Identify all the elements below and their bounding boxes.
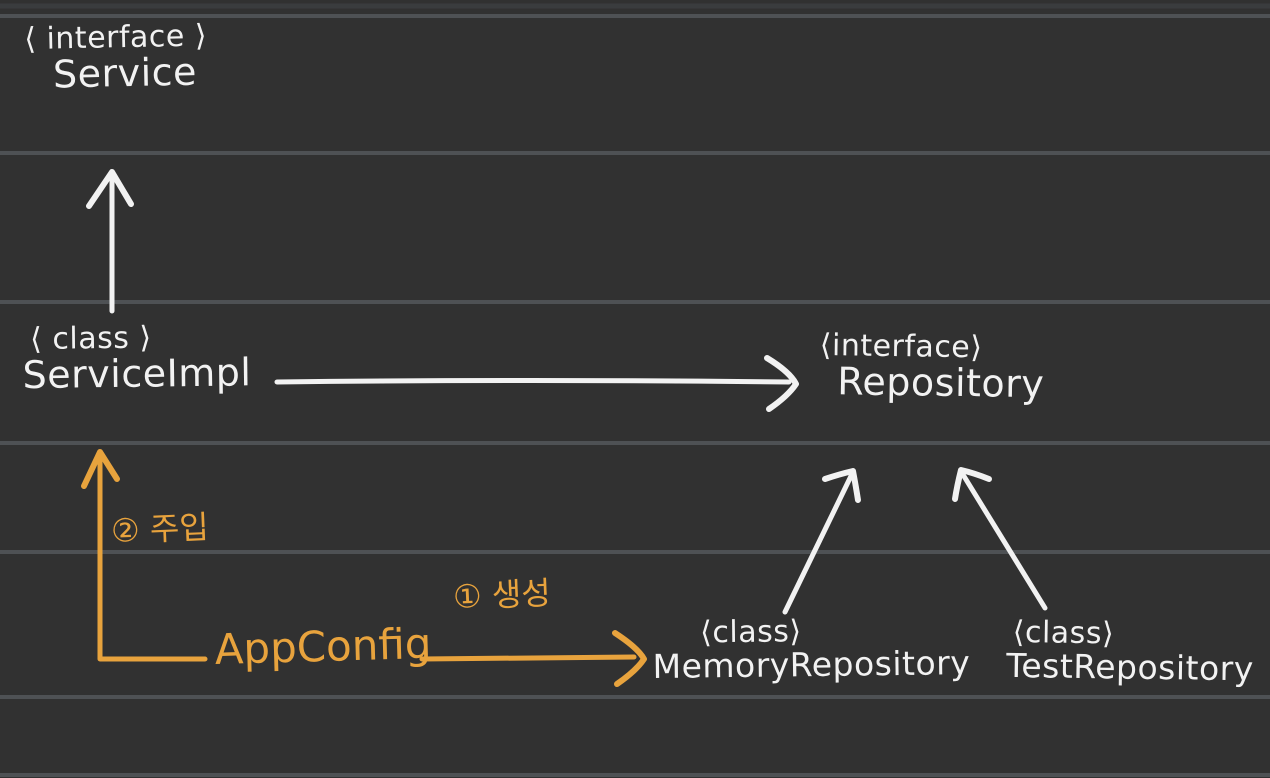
edge-appconfig-injects <box>81 449 208 662</box>
node-memory-repository-name: MemoryRepository <box>652 642 971 686</box>
node-memory-repository: ⟨class⟩ MemoryRepository <box>652 614 971 686</box>
node-service-name: Service <box>52 49 198 96</box>
node-test-repository-name: TestRepository <box>1006 645 1255 688</box>
node-repository: ⟨interface⟩ Repository <box>819 328 1045 406</box>
edge-appconfig-creates <box>419 630 647 687</box>
edge-test-to-repository <box>952 467 1048 611</box>
node-test-repository: ⟨class⟩ TestRepository <box>1006 615 1254 688</box>
node-service-impl: ⟨ class ⟩ ServiceImpl <box>22 321 251 397</box>
node-repository-name: Repository <box>836 358 1045 406</box>
node-service: ⟨ interface ⟩ Service <box>24 18 208 96</box>
edge-impl-to-service <box>86 169 134 314</box>
node-service-impl-name: ServiceImpl <box>22 349 252 397</box>
annotation-step-two: ② 주입 <box>110 507 210 550</box>
annotation-step-one: ① 생성 <box>452 573 552 616</box>
node-app-config: AppConfig <box>214 618 433 674</box>
edge-memory-to-repository <box>782 468 861 615</box>
rule-lines <box>0 3 1270 777</box>
edge-impl-to-repository <box>274 355 799 412</box>
